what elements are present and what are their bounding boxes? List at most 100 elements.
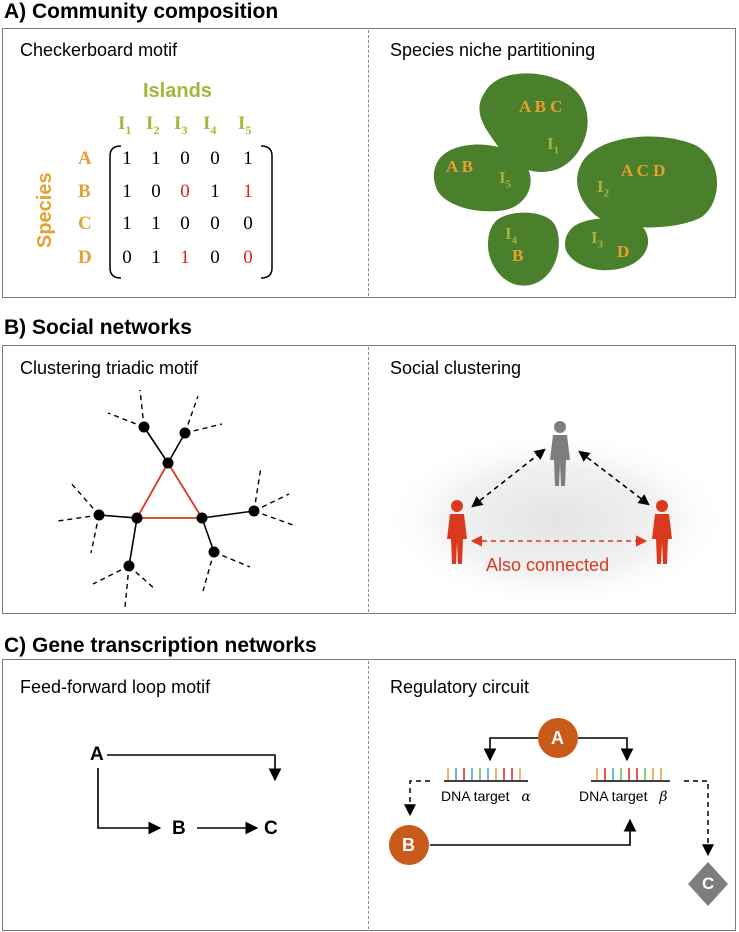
panel-b-divider bbox=[368, 347, 369, 612]
node-dot bbox=[179, 427, 191, 439]
matrix-cell: 0 bbox=[210, 148, 220, 169]
species-row-label: C bbox=[78, 213, 92, 234]
island-4-name: I4 bbox=[505, 224, 518, 247]
node-dot bbox=[93, 509, 105, 521]
node-dot bbox=[208, 546, 220, 558]
section-c-title: C) Gene transcription networks bbox=[4, 634, 317, 657]
circuit-edge-a-beta bbox=[578, 737, 634, 762]
species-row-label: B bbox=[78, 181, 91, 202]
ffl-node-b: B bbox=[172, 818, 186, 839]
circuit-node-b bbox=[389, 825, 429, 865]
circuit-node-a bbox=[538, 718, 578, 758]
node-dot bbox=[123, 560, 135, 572]
circuit-node-c bbox=[688, 862, 728, 906]
person-icon-right bbox=[652, 500, 672, 564]
matrix-cell: 0 bbox=[243, 247, 253, 268]
matrix-cell: 1 bbox=[151, 247, 161, 268]
island-1-name: I1 bbox=[547, 134, 560, 157]
matrix-cell: 1 bbox=[122, 181, 132, 202]
dna-target-alpha-label: DNA target α bbox=[441, 788, 531, 805]
link-left-top bbox=[471, 448, 546, 508]
island-shape-3 bbox=[565, 218, 649, 271]
dna-target-beta-label: DNA target β bbox=[579, 788, 668, 805]
triadic-network bbox=[98, 426, 255, 567]
island-header: I3 bbox=[174, 113, 188, 137]
node-dot bbox=[138, 421, 150, 433]
social-clustering-title: Social clustering bbox=[390, 358, 522, 378]
circuit-node-b-label: B bbox=[402, 835, 415, 855]
matrix-cell: 0 bbox=[210, 213, 220, 234]
panel-a-divider bbox=[368, 30, 369, 296]
matrix-cell: 0 bbox=[180, 181, 190, 202]
dna-beta-bars bbox=[591, 768, 670, 782]
island-header: I5 bbox=[238, 113, 252, 137]
circuit-node-c-label: C bbox=[702, 874, 715, 893]
island-shape-2 bbox=[577, 136, 718, 228]
circuit-node-a-label: A bbox=[551, 728, 564, 748]
clustering-motif-title: Clustering triadic motif bbox=[20, 358, 199, 378]
node-dot bbox=[162, 457, 174, 469]
matrix-cell: 0 bbox=[210, 247, 220, 268]
ffl-motif-title: Feed-forward loop motif bbox=[20, 677, 211, 697]
matrix-cell: 0 bbox=[243, 213, 253, 234]
island-header: I4 bbox=[203, 113, 217, 137]
island-header: I2 bbox=[146, 113, 160, 137]
also-connected-label: Also connected bbox=[486, 555, 610, 575]
island-5-name: I5 bbox=[499, 168, 512, 191]
island-3-name: I3 bbox=[591, 228, 604, 251]
triangle-motif bbox=[135, 461, 204, 519]
matrix-cell: 0 bbox=[180, 148, 190, 169]
island-2-species: A C D bbox=[621, 161, 666, 180]
island-5-species: A B bbox=[446, 157, 473, 176]
island-4-species: B bbox=[512, 246, 524, 265]
node-dot bbox=[196, 512, 208, 524]
section-b-title: B) Social networks bbox=[4, 316, 192, 339]
matrix-left-bracket bbox=[109, 145, 122, 279]
island-header: I1 bbox=[118, 113, 132, 137]
species-row-label: D bbox=[78, 247, 92, 268]
matrix-cell: 1 bbox=[243, 181, 253, 202]
island-shape-5 bbox=[433, 144, 531, 212]
circuit-edge-b-beta bbox=[430, 818, 637, 846]
matrix-cell: 1 bbox=[122, 213, 132, 234]
dna-alpha-bars bbox=[444, 768, 528, 782]
ffl-node-c: C bbox=[264, 818, 278, 839]
island-3-species: D bbox=[617, 242, 630, 261]
panel-c-divider bbox=[368, 661, 369, 929]
matrix-cell: 0 bbox=[180, 213, 190, 234]
circuit-edge-alpha-b bbox=[404, 780, 430, 817]
island-shape-1 bbox=[479, 73, 588, 172]
circuit-edge-a-alpha bbox=[483, 737, 538, 762]
circuit-edge-beta-c bbox=[684, 780, 714, 857]
matrix-cell: 0 bbox=[122, 247, 132, 268]
regulatory-circuit-title: Regulatory circuit bbox=[390, 677, 530, 697]
ffl-edge-a-c bbox=[107, 754, 282, 782]
island-1-species: A B C bbox=[519, 97, 563, 116]
triadic-dashed-edges bbox=[57, 389, 294, 608]
matrix-cell: 0 bbox=[151, 181, 161, 202]
matrix-cell: 1 bbox=[210, 181, 220, 202]
matrix-right-bracket bbox=[260, 145, 273, 279]
islands-label: Islands bbox=[143, 80, 212, 102]
matrix-cell: 1 bbox=[180, 247, 190, 268]
node-dot bbox=[131, 512, 143, 524]
person-icon-top bbox=[550, 421, 570, 486]
panel-community-composition bbox=[2, 28, 736, 298]
ffl-node-a: A bbox=[90, 744, 104, 765]
matrix-cell: 1 bbox=[151, 213, 161, 234]
person-icon-left bbox=[447, 500, 467, 564]
node-dot bbox=[248, 505, 260, 517]
panel-gene-networks bbox=[2, 659, 736, 931]
section-a-title: A) Community composition bbox=[4, 0, 279, 23]
ffl-edge-a-b bbox=[97, 768, 162, 835]
matrix-cell: 1 bbox=[243, 148, 253, 169]
species-row-label: A bbox=[78, 148, 92, 169]
island-shape-4 bbox=[488, 212, 559, 286]
island-2-name: I2 bbox=[597, 177, 610, 200]
matrix-cell: 1 bbox=[151, 148, 161, 169]
network-nodes bbox=[93, 421, 260, 572]
niche-partitioning-title: Species niche partitioning bbox=[390, 40, 596, 60]
